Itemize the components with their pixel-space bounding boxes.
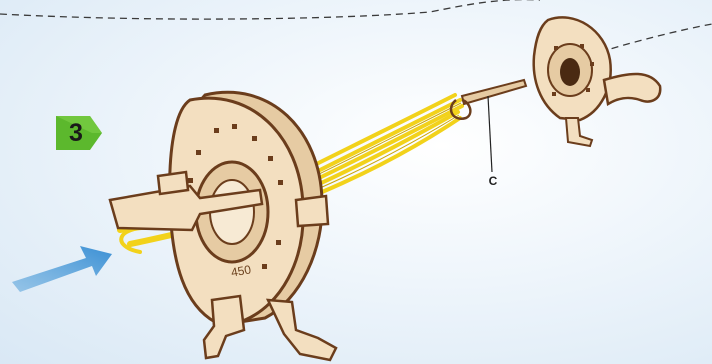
callout-leader	[488, 96, 492, 172]
dashed-path	[600, 24, 712, 52]
dashed-path	[0, 0, 540, 19]
direction-arrow-icon	[12, 246, 112, 292]
gear-part	[534, 17, 661, 146]
step-number: 3	[56, 116, 96, 150]
callout-label-c: C	[483, 174, 503, 188]
step-badge: 3	[56, 116, 102, 150]
wheel-assembly	[110, 92, 336, 360]
